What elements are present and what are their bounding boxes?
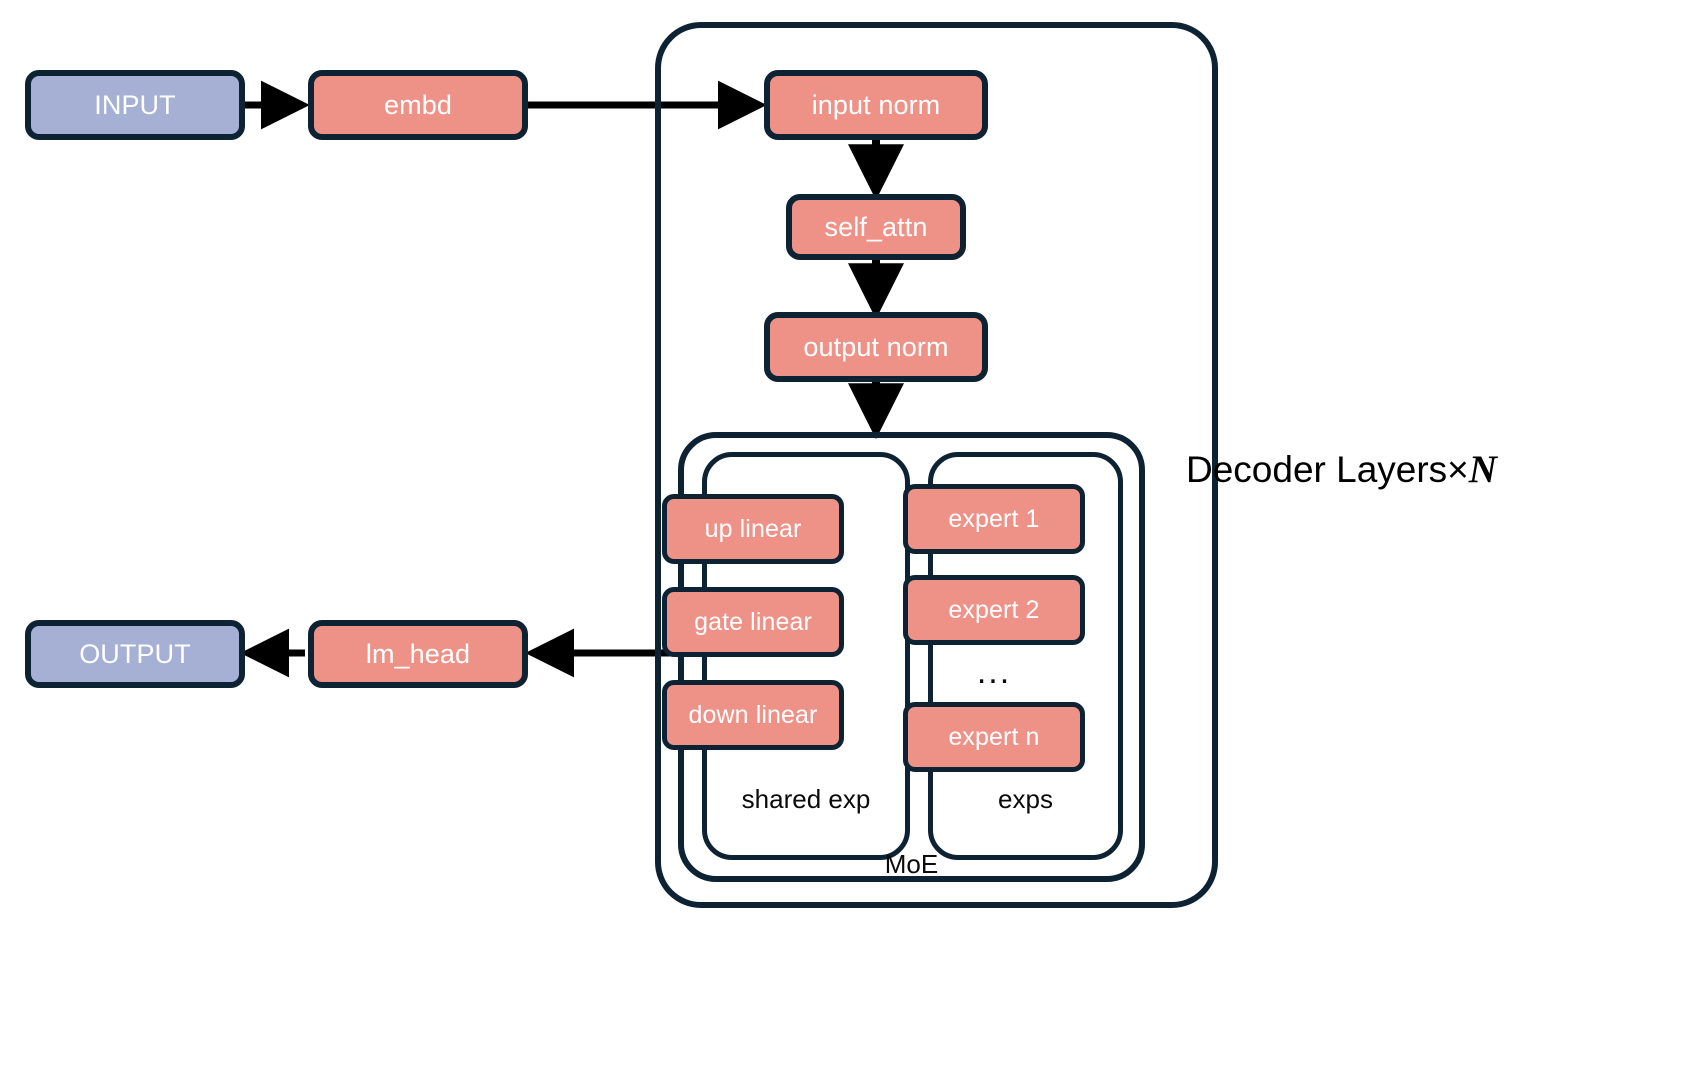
decoder-layers-caption-prefix: Decoder Layers× (1186, 449, 1469, 490)
node-expert-2[interactable]: expert 2 (903, 575, 1085, 645)
node-up-linear[interactable]: up linear (662, 494, 844, 564)
decoder-layers-container (655, 22, 1218, 908)
decoder-layers-caption: Decoder Layers×N (1186, 450, 1497, 489)
exps-label: exps (998, 784, 1053, 814)
decoder-layers-count-symbol: N (1468, 448, 1497, 491)
node-output-norm[interactable]: output norm (764, 312, 988, 382)
expert-ellipsis: ... (976, 653, 1012, 691)
moe-container (678, 432, 1145, 882)
node-self-attn[interactable]: self_attn (786, 194, 966, 260)
node-lm-head[interactable]: lm_head (308, 620, 528, 688)
node-down-linear[interactable]: down linear (662, 680, 844, 750)
node-gate-linear[interactable]: gate linear (662, 587, 844, 657)
node-input-norm[interactable]: input norm (764, 70, 988, 140)
node-expert-1[interactable]: expert 1 (903, 484, 1085, 554)
node-expert-n[interactable]: expert n (903, 702, 1085, 772)
moe-label: MoE (884, 849, 939, 879)
node-embd[interactable]: embd (308, 70, 528, 140)
node-output[interactable]: OUTPUT (25, 620, 245, 688)
shared-exp-label: shared exp (741, 784, 871, 814)
node-input[interactable]: INPUT (25, 70, 245, 140)
exps-group (928, 452, 1123, 860)
